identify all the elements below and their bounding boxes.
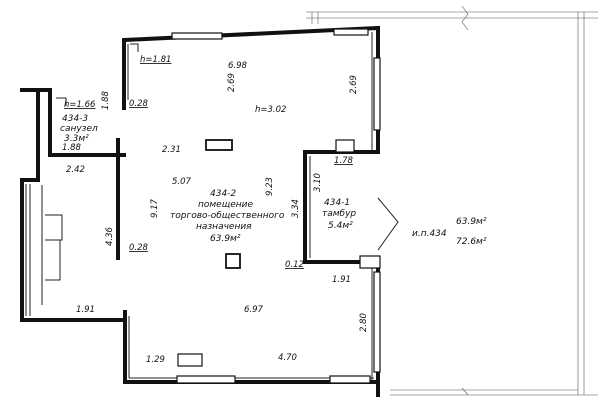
dim-wc-bottom: 1.88 xyxy=(62,143,82,153)
dim-2-31: 2.31 xyxy=(162,145,181,155)
unit-summary: и.п.434 63.9м² 72.6м² xyxy=(412,217,487,247)
dim-bottom-width: 6.97 xyxy=(244,305,264,315)
dim-4-36: 4.36 xyxy=(105,226,115,246)
window-top-left xyxy=(171,32,223,40)
column-center xyxy=(205,139,233,151)
dim-vestibule-depth: 3.10 xyxy=(313,173,323,192)
dim-1-91-right: 1.91 xyxy=(332,275,351,285)
window-right-upper xyxy=(373,57,381,131)
dim-1-29: 1.29 xyxy=(146,355,165,365)
main-area: 63.9м² xyxy=(210,234,241,244)
dim-wc-width: 1.88 xyxy=(101,90,111,110)
wc-name: санузел xyxy=(60,124,98,134)
window-bottom-left xyxy=(176,375,236,384)
radiator-bottom xyxy=(177,353,203,367)
window-top-right xyxy=(333,28,369,36)
dim-9-17: 9.17 xyxy=(150,198,160,218)
main-code: 434-2 xyxy=(210,189,236,199)
wc-height: h=1.66 xyxy=(64,100,96,110)
dim-top-depth-left: 2.69 xyxy=(227,73,237,92)
dim-wc-wall: 0.28 xyxy=(129,99,149,109)
ceiling-height: h=3.02 xyxy=(255,105,286,115)
dim-top-height: h=1.81 xyxy=(140,55,171,65)
unit-label: и.п.434 xyxy=(412,229,447,239)
dim-vestibule-width: 1.78 xyxy=(334,156,354,166)
main-name-3: назначения xyxy=(196,222,252,232)
column-vestibule xyxy=(359,255,381,269)
vestibule-area: 5.4м² xyxy=(328,221,353,231)
vestibule-name: тамбур xyxy=(322,209,356,219)
column-lower xyxy=(225,253,241,269)
dim-9-23: 9.23 xyxy=(265,177,275,196)
unit-area-total: 72.6м² xyxy=(456,237,487,247)
main-name-2: торгово-общественного xyxy=(170,211,285,221)
room-wc: h=1.66 434-3 санузел 3.3м² xyxy=(60,100,98,144)
room-main: 434-2 помещение торгово-общественного на… xyxy=(170,189,285,244)
unit-area-main: 63.9м² xyxy=(456,217,487,227)
window-right-lower xyxy=(373,271,381,373)
column-vestibule-top xyxy=(335,139,355,153)
main-name-1: помещение xyxy=(198,200,253,210)
wall-details xyxy=(25,32,399,380)
terrace-outline xyxy=(306,5,598,396)
dim-1-91-left: 1.91 xyxy=(76,305,95,315)
vestibule-code: 434-1 xyxy=(324,198,350,208)
dim-5-07: 5.07 xyxy=(172,177,192,187)
wc-area: 3.3м² xyxy=(64,134,89,144)
dimension-labels: h=1.81 6.98 2.69 2.69 h=3.02 1.88 0.28 1… xyxy=(62,55,369,365)
dim-top-depth-right: 2.69 xyxy=(349,75,359,94)
dim-2-80: 2.80 xyxy=(359,313,369,332)
room-vestibule: 434-1 тамбур 5.4м² xyxy=(322,198,356,231)
window-bottom-right xyxy=(329,375,371,384)
dim-4-70: 4.70 xyxy=(278,353,297,363)
dim-top-width: 6.98 xyxy=(228,61,248,71)
dim-2-42: 2.42 xyxy=(66,165,85,175)
wc-code: 434-3 xyxy=(62,114,88,124)
dim-0-12: 0.12 xyxy=(285,260,304,270)
dim-0-28: 0.28 xyxy=(129,243,149,253)
windows xyxy=(171,28,381,384)
dim-3-34: 3.34 xyxy=(291,199,301,218)
